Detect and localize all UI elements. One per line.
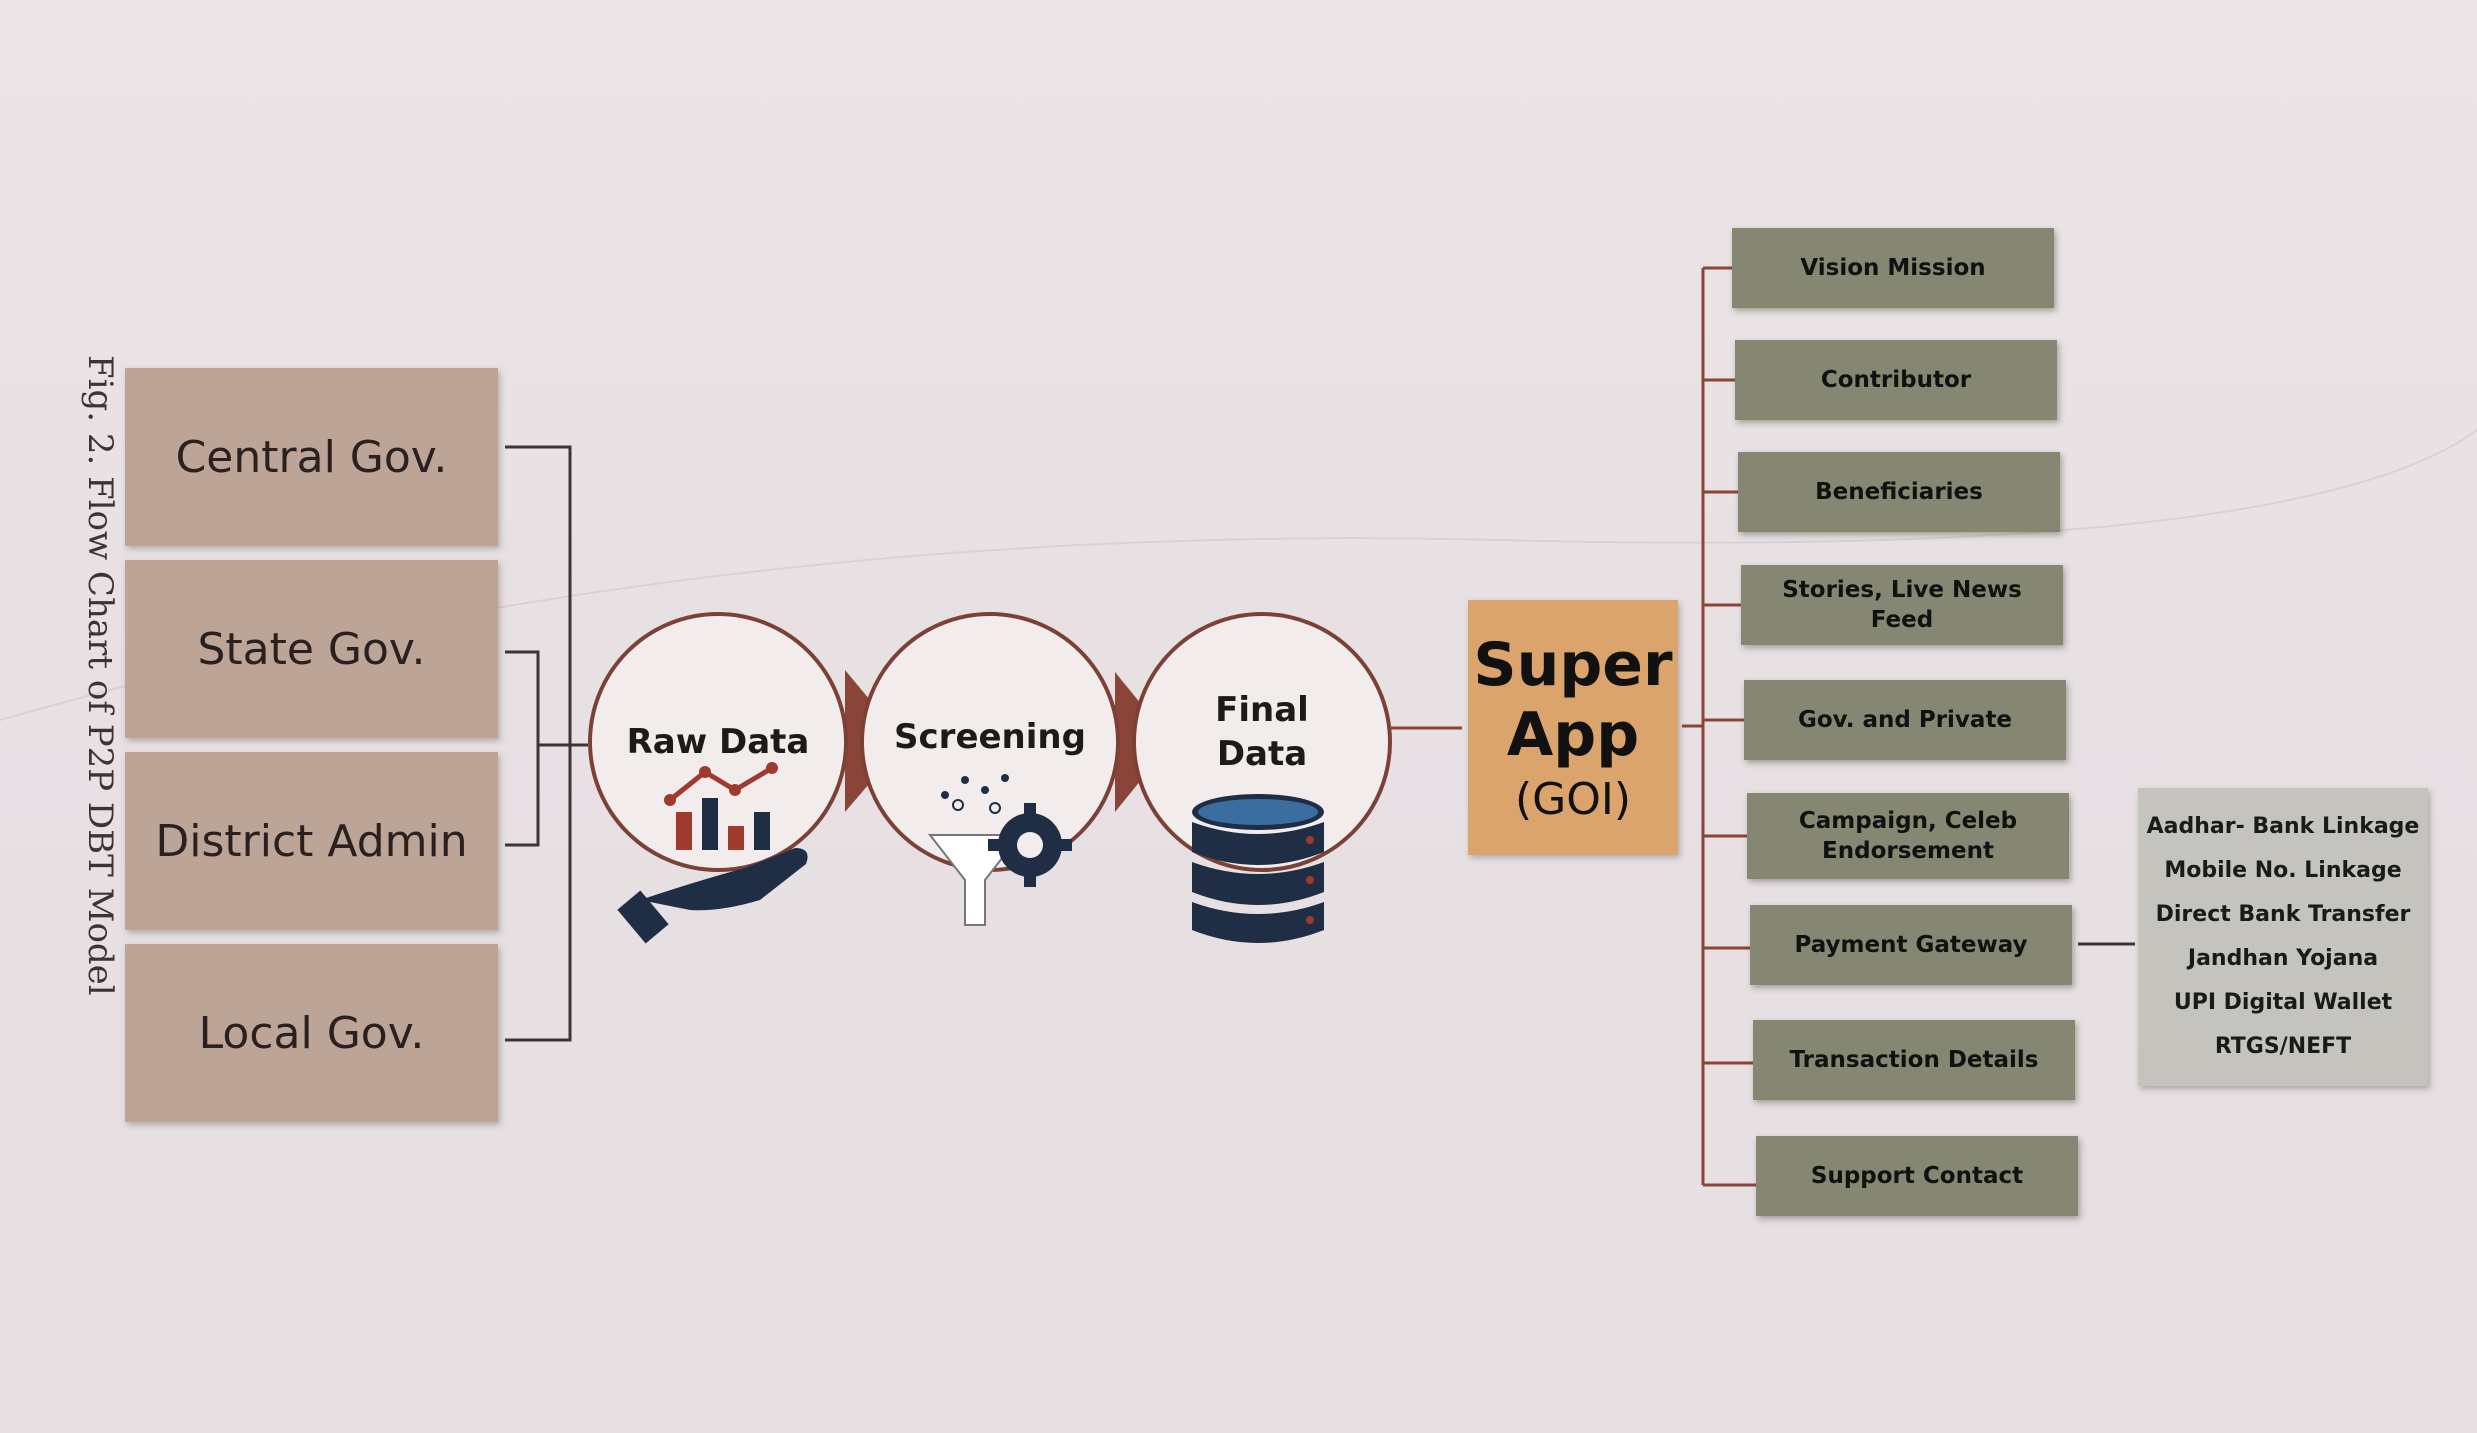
source-label: Central Gov. [175,431,448,483]
feature-gov-private: Gov. and Private [1744,680,2066,760]
stage-raw-data-label: Raw Data [626,722,810,762]
stage-final-line2: Data [1216,734,1308,774]
source-label: District Admin [155,815,468,867]
database-icon [1192,794,1324,943]
figure-caption: Fig. 2. Flow Chart of P2P DBT Model [80,355,120,996]
circle-raw-data [588,612,848,872]
feature-payment-gateway: Payment Gateway [1750,905,2072,985]
stage-final-line1: Final [1215,690,1309,730]
funnel-gear-icon [927,774,1072,926]
source-local-gov: Local Gov. [125,944,498,1122]
super-app-box: Super App (GOI) [1468,600,1678,855]
source-bracket-inner [505,650,588,847]
payment-method-item: Mobile No. Linkage [2164,858,2402,883]
source-district-admin: District Admin [125,752,498,930]
chart-hand-icon [617,762,808,944]
feature-campaign: Campaign, Celeb Endorsement [1747,793,2069,879]
payment-method-item: Aadhar- Bank Linkage [2146,814,2420,839]
source-label: State Gov. [197,623,426,675]
stage-screening-label: Screening [894,717,1086,757]
source-state-gov: State Gov. [125,560,498,738]
feature-contributor: Contributor [1735,340,2057,420]
payment-method-item: Direct Bank Transfer [2155,902,2411,927]
source-label: Local Gov. [198,1007,425,1059]
feature-beneficiaries: Beneficiaries [1738,452,2060,532]
source-central-gov: Central Gov. [125,368,498,546]
payment-method-item: Jandhan Yojana [2187,946,2379,971]
feature-stories-news: Stories, Live News Feed [1741,565,2063,645]
payment-method-item: RTGS/NEFT [2214,1034,2352,1059]
payment-methods-box: Aadhar- Bank Linkage Mobile No. Linkage … [2138,788,2428,1086]
features-bracket [1682,266,1756,1187]
feature-vision-mission: Vision Mission [1732,228,2054,308]
payment-method-item: UPI Digital Wallet [2173,990,2393,1015]
super-app-title: Super App [1473,630,1673,770]
super-app-subtitle: (GOI) [1514,774,1632,825]
feature-transaction-details: Transaction Details [1753,1020,2075,1100]
feature-support-contact: Support Contact [1756,1136,2078,1216]
